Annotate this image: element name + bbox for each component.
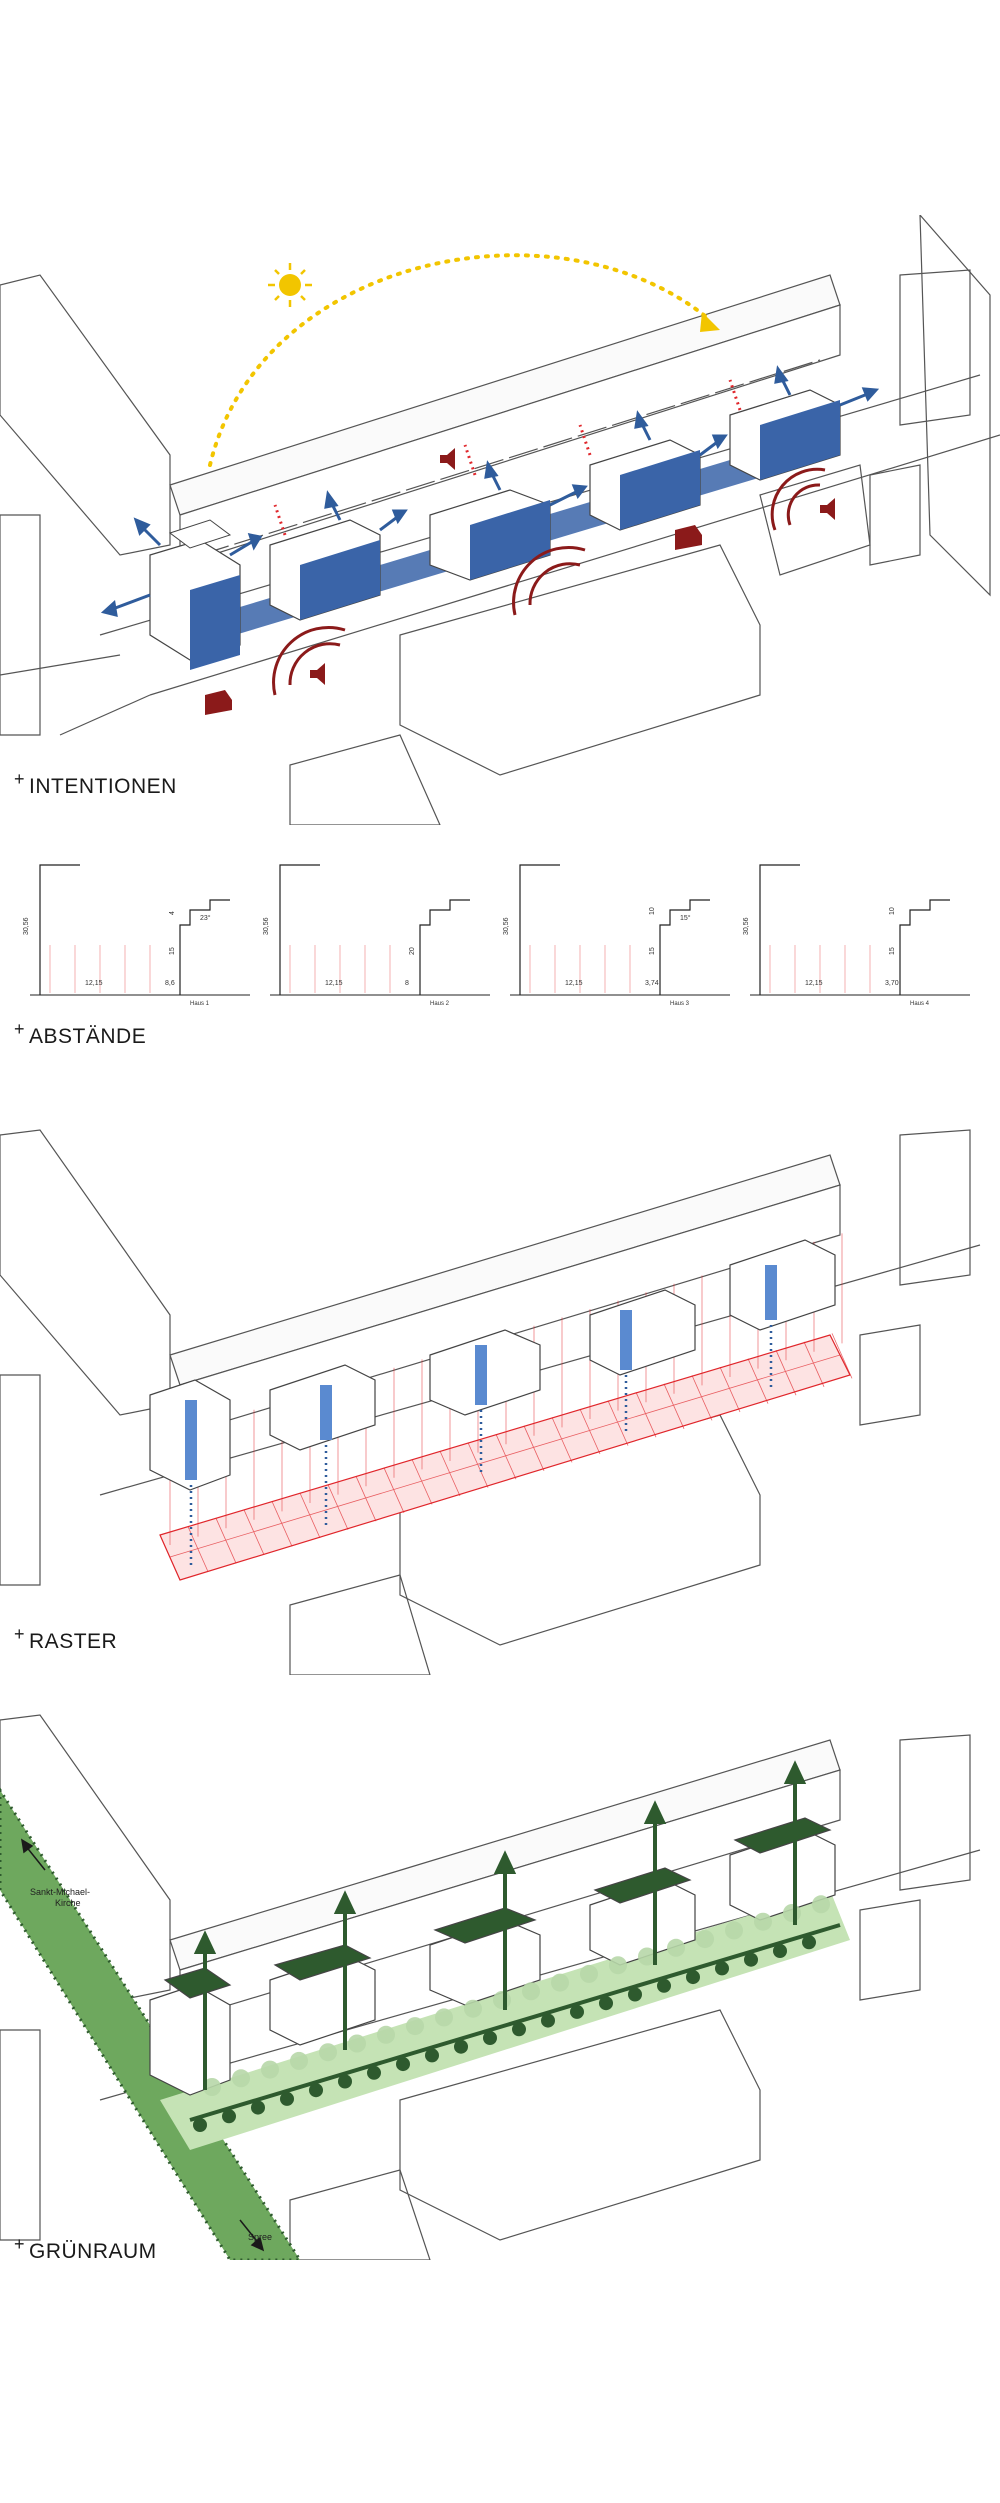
dim-story: 20: [409, 947, 416, 955]
dim-top: 4: [169, 911, 176, 915]
abstaende-sections: 30,56 12,15 8,6 15 4 23° Haus 1 30,56 12,15 8 20Ha…: [23, 864, 970, 1005]
sun-path-arc: [208, 253, 712, 467]
dim-top: 10: [889, 907, 896, 915]
section-title-intentionen: +INTENTIONEN: [14, 769, 177, 798]
dim-width: 12,15: [805, 980, 823, 987]
tower-right: [899, 1129, 971, 1286]
dim-haus: Haus 4: [910, 1001, 930, 1005]
house-1: [149, 519, 241, 670]
green-path: [189, 1923, 841, 2122]
section-title-abstaende: +ABSTÄNDE: [14, 1019, 147, 1048]
dim-height: 30,56: [23, 917, 30, 935]
block-right-mid: [869, 464, 921, 566]
block-left-top: [0, 274, 171, 556]
block-right-small: [759, 464, 871, 576]
gruenraum-diagram: Sankt-Michael- Kirche Spree: [0, 1714, 981, 2260]
block-bottom-left: [289, 734, 441, 825]
house-2: [269, 519, 381, 621]
panel-intentionen: +INTENTIONEN: [0, 215, 1000, 825]
abstand-section-3: 30,56 12,15 3,74 15 10 15° Haus 3: [503, 864, 730, 1005]
dim-story: 15: [649, 947, 656, 955]
panel-gruenraum: Sankt-Michael- Kirche Spree +GRÜNRAUM: [0, 1700, 1000, 2260]
house-5: [729, 389, 841, 481]
dim-haus: Haus 3: [670, 1001, 690, 1005]
dim-offset: 3,74: [645, 980, 659, 987]
dim-story: 15: [889, 947, 896, 955]
cores-blue: [185, 1265, 777, 1480]
block-bottom-center: [399, 544, 761, 776]
corridor-arrow-south: [239, 2219, 265, 2252]
dim-offset: 8,6: [165, 980, 175, 987]
house-4: [589, 439, 701, 531]
dim-width: 12,15: [325, 980, 343, 987]
label-sankt-michael: Sankt-Michael- Kirche: [30, 1887, 93, 1908]
houses-gruen: [149, 1817, 836, 2096]
raster-diagram: [0, 1129, 981, 1675]
arrow-up-icon: [193, 1760, 807, 2090]
core-arrows: [189, 1325, 773, 1565]
tower-right: [899, 1734, 971, 1891]
tower-right: [899, 269, 971, 426]
dim-offset: 8: [405, 980, 409, 987]
dim-haus: Haus 1: [190, 1001, 210, 1005]
intentionen-diagram: [0, 215, 1000, 825]
wind-arrow-icon: [100, 365, 880, 618]
dim-height: 30,56: [503, 917, 510, 935]
block-right-top: [919, 215, 991, 597]
dim-width: 12,15: [565, 980, 583, 987]
dim-top: 10: [649, 907, 656, 915]
dim-width: 12,15: [85, 980, 103, 987]
house-3: [429, 489, 551, 581]
sun-icon: [268, 263, 312, 307]
car-icon: [205, 525, 702, 715]
speaker-icon: [310, 448, 835, 685]
houses-new: [149, 389, 841, 670]
label-spree: Spree: [248, 2232, 272, 2242]
dim-height: 30,56: [743, 917, 750, 935]
panel-raster: +RASTER: [0, 1115, 1000, 1675]
dim-offset: 3,70: [885, 980, 899, 987]
section-title-raster: +RASTER: [14, 1624, 118, 1653]
dim-angle: 23°: [200, 914, 211, 922]
dim-angle: 15°: [680, 914, 691, 922]
block-left-bottom: [0, 514, 41, 736]
abstand-section-1: 30,56 12,15 8,6 15 4 23° Haus 1: [23, 864, 250, 1005]
section-title-gruenraum: +GRÜNRAUM: [14, 2234, 157, 2260]
sun-path-arrowhead: [700, 312, 720, 332]
dim-story: 15: [169, 947, 176, 955]
corridor-arrow-north: [20, 1838, 46, 1871]
dim-haus: Haus 2: [430, 1001, 450, 1005]
sound-wave-icon: [272, 467, 826, 696]
dim-height: 30,56: [263, 917, 270, 935]
tree-icon: [193, 1895, 830, 2132]
